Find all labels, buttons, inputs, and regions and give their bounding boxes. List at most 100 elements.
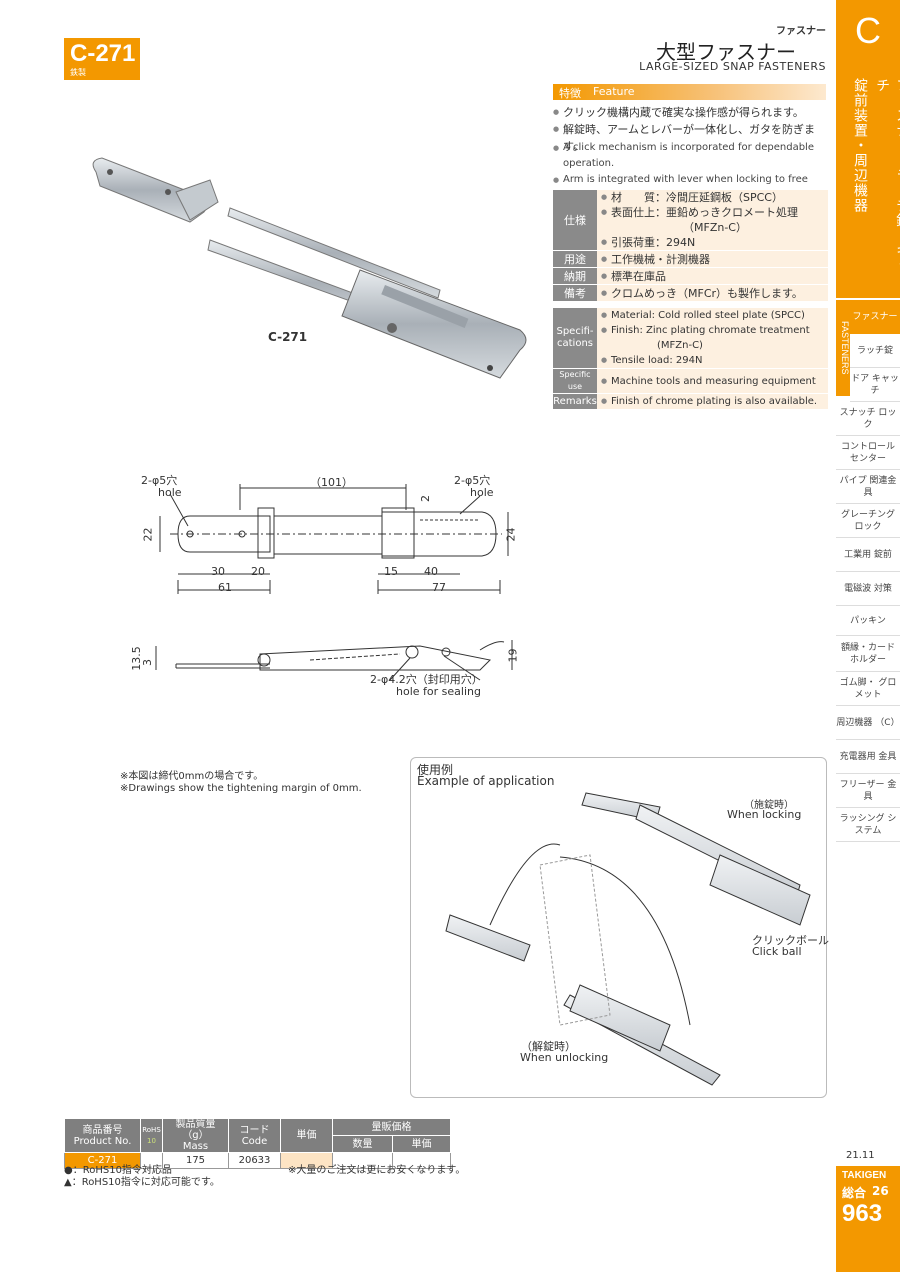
th-product: 商品番号 Product No.	[64, 1118, 141, 1153]
th-mass: 製品質量（g） Mass	[162, 1118, 229, 1153]
locking-label-jp: （施錠時）	[744, 800, 794, 811]
vertical-title: 錠前装置・周辺機器	[852, 78, 868, 213]
footnote-rohs-ok: ●：RoHS10指令対応品	[64, 1165, 172, 1176]
spec-values: 材 質：冷間圧延鋼板（SPCC） 表面仕上：亜鉛めっきクロメート処理 （MFZn…	[597, 190, 828, 251]
th-rohs-label: RoHS	[142, 1125, 161, 1134]
photo-caption: C-271	[268, 330, 308, 344]
cell-price	[280, 1152, 333, 1169]
feature-label-en: Feature	[593, 85, 635, 98]
feature-label-jp: 特徴	[559, 87, 581, 100]
dim-22: 22	[141, 527, 155, 542]
use-value-en: Machine tools and measuring equipment	[601, 374, 828, 389]
drawing-notes: ※本図は締代0mmの場合です。 ※Drawings show the tight…	[120, 771, 362, 795]
th-unit: 単価	[392, 1135, 451, 1153]
click-ball-label-jp: クリックボール	[752, 934, 829, 947]
section-tab-letter[interactable]: C	[836, 0, 900, 62]
application-title-jp: 使用例	[417, 763, 454, 777]
use-label: 用途	[553, 250, 597, 268]
application-box	[410, 757, 827, 1098]
page-title-en: LARGE-SIZED SNAP FASTENERS	[639, 60, 826, 73]
sogo-label: 総合	[842, 1186, 867, 1200]
remarks-label: 備考	[553, 284, 597, 302]
dim-61: 61	[218, 581, 232, 594]
nav-item-grating[interactable]: グレーチング ロック	[836, 504, 900, 538]
dim-seal-hole: 2-φ4.2穴（封印用穴）	[370, 673, 483, 686]
delivery-value: 標準在庫品	[601, 269, 828, 284]
nav-item-snatch-lock[interactable]: スナッチ ロック	[836, 402, 900, 436]
dim-2: 2	[419, 495, 432, 502]
nav-item-latch[interactable]: ラッチ錠	[850, 334, 900, 368]
spec-values-en: Material: Cold rolled steel plate (SPCC)…	[597, 308, 828, 369]
th-code-en: Code	[241, 1135, 268, 1147]
spec-material: 材 質：冷間圧延鋼板（SPCC）	[601, 190, 828, 205]
product-table: 商品番号 Product No. RoHS 10 製品質量（g） Mass コー…	[64, 1118, 451, 1169]
nav-item-industrial-lock[interactable]: 工業用 錠前	[836, 538, 900, 572]
note-jp: ※本図は締代0mmの場合です。	[120, 771, 264, 782]
nav-item-freezer[interactable]: フリーザー 金具	[836, 774, 900, 808]
nav-item-emi[interactable]: 電磁波 対策	[836, 572, 900, 606]
th-price: 単価	[280, 1118, 333, 1153]
dim-40: 40	[424, 565, 438, 578]
th-code: コード Code	[228, 1118, 281, 1153]
note-en: ※Drawings show the tightening margin of …	[120, 783, 362, 794]
spec-label-en: Specifi-cations	[553, 308, 597, 369]
dim-77: 77	[432, 581, 446, 594]
spec-material-en: Material: Cold rolled steel plate (SPCC)	[601, 308, 828, 323]
section-tab-vertical: ファスナー・ラッチ錠・キャッチ 錠前装置・周辺機器	[836, 62, 900, 298]
nav-item-control-center[interactable]: コントロール センター	[836, 436, 900, 470]
dim-hole-right-en: hole	[470, 486, 494, 499]
nav-item-lashing[interactable]: ラッシング システム	[836, 808, 900, 842]
nav-item-peripherals[interactable]: 周辺機器 （C）	[836, 706, 900, 740]
product-code-badge: C-271 鉄製	[64, 38, 140, 80]
application-illustration	[445, 792, 811, 1086]
click-ball-label-en: Click ball	[752, 945, 802, 958]
side-view-drawing	[155, 640, 513, 681]
th-volume: 量販価格	[332, 1118, 451, 1136]
use-label-en: Specific use	[553, 368, 597, 394]
nav-item-rubber-feet[interactable]: ゴム脚・ グロメット	[836, 672, 900, 706]
fasteners-section: FASTENERS ファスナー	[836, 300, 900, 396]
dim-hole-right: 2-φ5穴	[454, 474, 491, 487]
dim-15: 15	[384, 565, 398, 578]
dim-24: 24	[504, 527, 518, 542]
remarks-value-en: Finish of chrome plating is also availab…	[601, 394, 828, 409]
spec-tensile-en: Tensile load: 294N	[601, 353, 828, 368]
cell-unit	[392, 1152, 451, 1169]
table-row: C-271 175 20633	[64, 1152, 451, 1169]
dim-3: 3	[141, 659, 154, 666]
list-item: A click mechanism is incorporated for de…	[553, 140, 833, 172]
product-photo	[92, 157, 527, 379]
th-code-jp: コード	[239, 1124, 270, 1136]
section-label-en: FASTENERS	[836, 300, 850, 396]
delivery-label: 納期	[553, 267, 597, 285]
dim-hole-left-en: hole	[158, 486, 182, 499]
th-product-en: Product No.	[73, 1135, 132, 1147]
spec-finish: 表面仕上：亜鉛めっきクロメート処理	[601, 205, 828, 220]
nav-item-pipe[interactable]: パイプ 関連金具	[836, 470, 900, 504]
spec-finish-en: Finish: Zinc plating chromate treatment	[601, 323, 828, 338]
dim-hole-left: 2-φ5穴	[141, 474, 178, 487]
cell-product: C-271	[64, 1152, 141, 1169]
page-number-box: TAKIGEN 総合 26 963	[836, 1166, 900, 1272]
footnote-rohs-possible: ▲：RoHS10指令に対応可能です。	[64, 1177, 220, 1188]
dim-101: （101）	[310, 476, 353, 489]
th-mass-en: Mass	[182, 1141, 209, 1152]
footnote-bulk: ※大量のご注文は更にお安くなります。	[288, 1165, 466, 1176]
feature-band: 特徴 Feature	[553, 84, 826, 100]
nav-item-door-catch[interactable]: ドア キャッチ	[850, 368, 900, 402]
locking-label-en: When locking	[727, 808, 802, 821]
nav-item-packing[interactable]: パッキン	[836, 606, 900, 636]
th-qty: 数量	[332, 1135, 393, 1153]
th-product-jp: 商品番号	[82, 1124, 123, 1136]
sogo-number: 26	[872, 1184, 889, 1198]
nav-item-charger[interactable]: 充電器用 金具	[836, 740, 900, 774]
th-rohs: RoHS 10	[140, 1118, 163, 1153]
feature-list-jp: クリック機構内蔵で確実な操作感が得られます。 解錠時、アームとレバーが一体化し、…	[553, 104, 833, 155]
spec-table-jp: 仕様 材 質：冷間圧延鋼板（SPCC） 表面仕上：亜鉛めっきクロメート処理 （M…	[553, 190, 828, 302]
spec-tensile: 引張荷重：294N	[601, 235, 828, 250]
spec-finish-code-en: (MFZn-C)	[657, 340, 703, 351]
nav-item-frame-holder[interactable]: 額縁・カード ホルダー	[836, 636, 900, 672]
nav-item-active[interactable]: ファスナー	[850, 300, 900, 334]
vertical-title-2: ファスナー・ラッチ錠・キャッチ	[874, 78, 900, 288]
remarks-value: クロムめっき（MFCr）も製作します。	[601, 286, 828, 301]
